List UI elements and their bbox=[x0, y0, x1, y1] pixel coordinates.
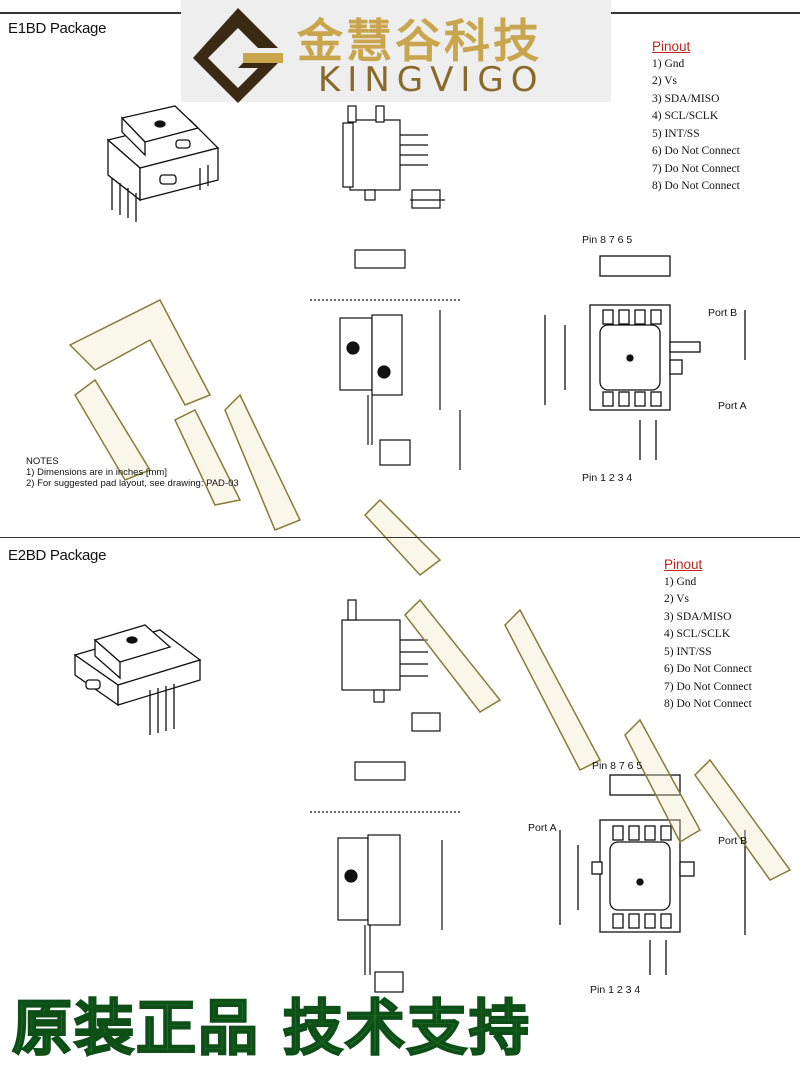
e1bd-pin-bottom-label: Pin 1 2 3 4 bbox=[582, 472, 633, 484]
pin-item: 1) Gnd bbox=[664, 575, 697, 588]
e2bd-port-b-label: Port B bbox=[718, 835, 748, 847]
e1bd-pinout: Pinout 1) Gnd 2) Vs 3) SDA/MISO 4) SCL/S… bbox=[652, 38, 740, 196]
pin-item: 2) Vs bbox=[652, 75, 678, 87]
e1bd-port-b-label: Port B bbox=[708, 307, 738, 319]
pin-item: 4) SCL/SCLK bbox=[664, 628, 731, 640]
pin-item: 3) SDA/MISO bbox=[652, 92, 720, 105]
e2bd-pinout: Pinout 1) Gnd 2) Vs 3) SDA/MISO 4) SCL/S… bbox=[664, 556, 752, 714]
logo-en-text: KINGVIGO bbox=[318, 60, 545, 100]
pin-item: 2) Vs bbox=[664, 593, 690, 605]
pin-item: 3) SDA/MISO bbox=[664, 610, 732, 623]
pin-item: 6) Do Not Connect bbox=[652, 145, 740, 157]
notes: NOTES 1) Dimensions are in inches [mm] 2… bbox=[26, 456, 239, 489]
pinout-heading: Pinout bbox=[652, 39, 691, 54]
pin-item: 4) SCL/SCLK bbox=[652, 110, 719, 122]
pin-item: 8) Do Not Connect bbox=[664, 698, 752, 710]
notes-line: 1) Dimensions are in inches [mm] bbox=[26, 467, 167, 478]
e2bd-title: E2BD Package bbox=[8, 547, 107, 564]
e2bd-port-a-label: Port A bbox=[528, 822, 557, 834]
e1bd-pin-top-label: Pin 8 7 6 5 bbox=[582, 234, 633, 246]
pin-item: 7) Do Not Connect bbox=[652, 162, 740, 175]
notes-heading: NOTES bbox=[26, 456, 59, 467]
pin-item: 8) Do Not Connect bbox=[652, 180, 740, 192]
e2bd-section bbox=[0, 537, 800, 1049]
e1bd-title: E1BD Package bbox=[8, 20, 107, 37]
e2bd-pin-top-label: Pin 8 7 6 5 bbox=[592, 760, 643, 772]
pin-item: 6) Do Not Connect bbox=[664, 663, 752, 675]
pin-item: 5) INT/SS bbox=[652, 127, 700, 140]
e2bd-pin-bottom-label: Pin 1 2 3 4 bbox=[590, 984, 641, 996]
notes-line: 2) For suggested pad layout, see drawing… bbox=[26, 478, 239, 489]
pin-item: 5) INT/SS bbox=[664, 645, 712, 658]
banner-text: 原装正品 技术支持 bbox=[11, 993, 531, 1065]
logo-cn-text: 金慧谷科技 bbox=[297, 14, 542, 68]
pinout-heading: Pinout bbox=[664, 557, 703, 572]
pin-item: 1) Gnd bbox=[652, 57, 685, 70]
pin-item: 7) Do Not Connect bbox=[664, 680, 752, 693]
e1bd-port-a-label: Port A bbox=[718, 400, 747, 412]
